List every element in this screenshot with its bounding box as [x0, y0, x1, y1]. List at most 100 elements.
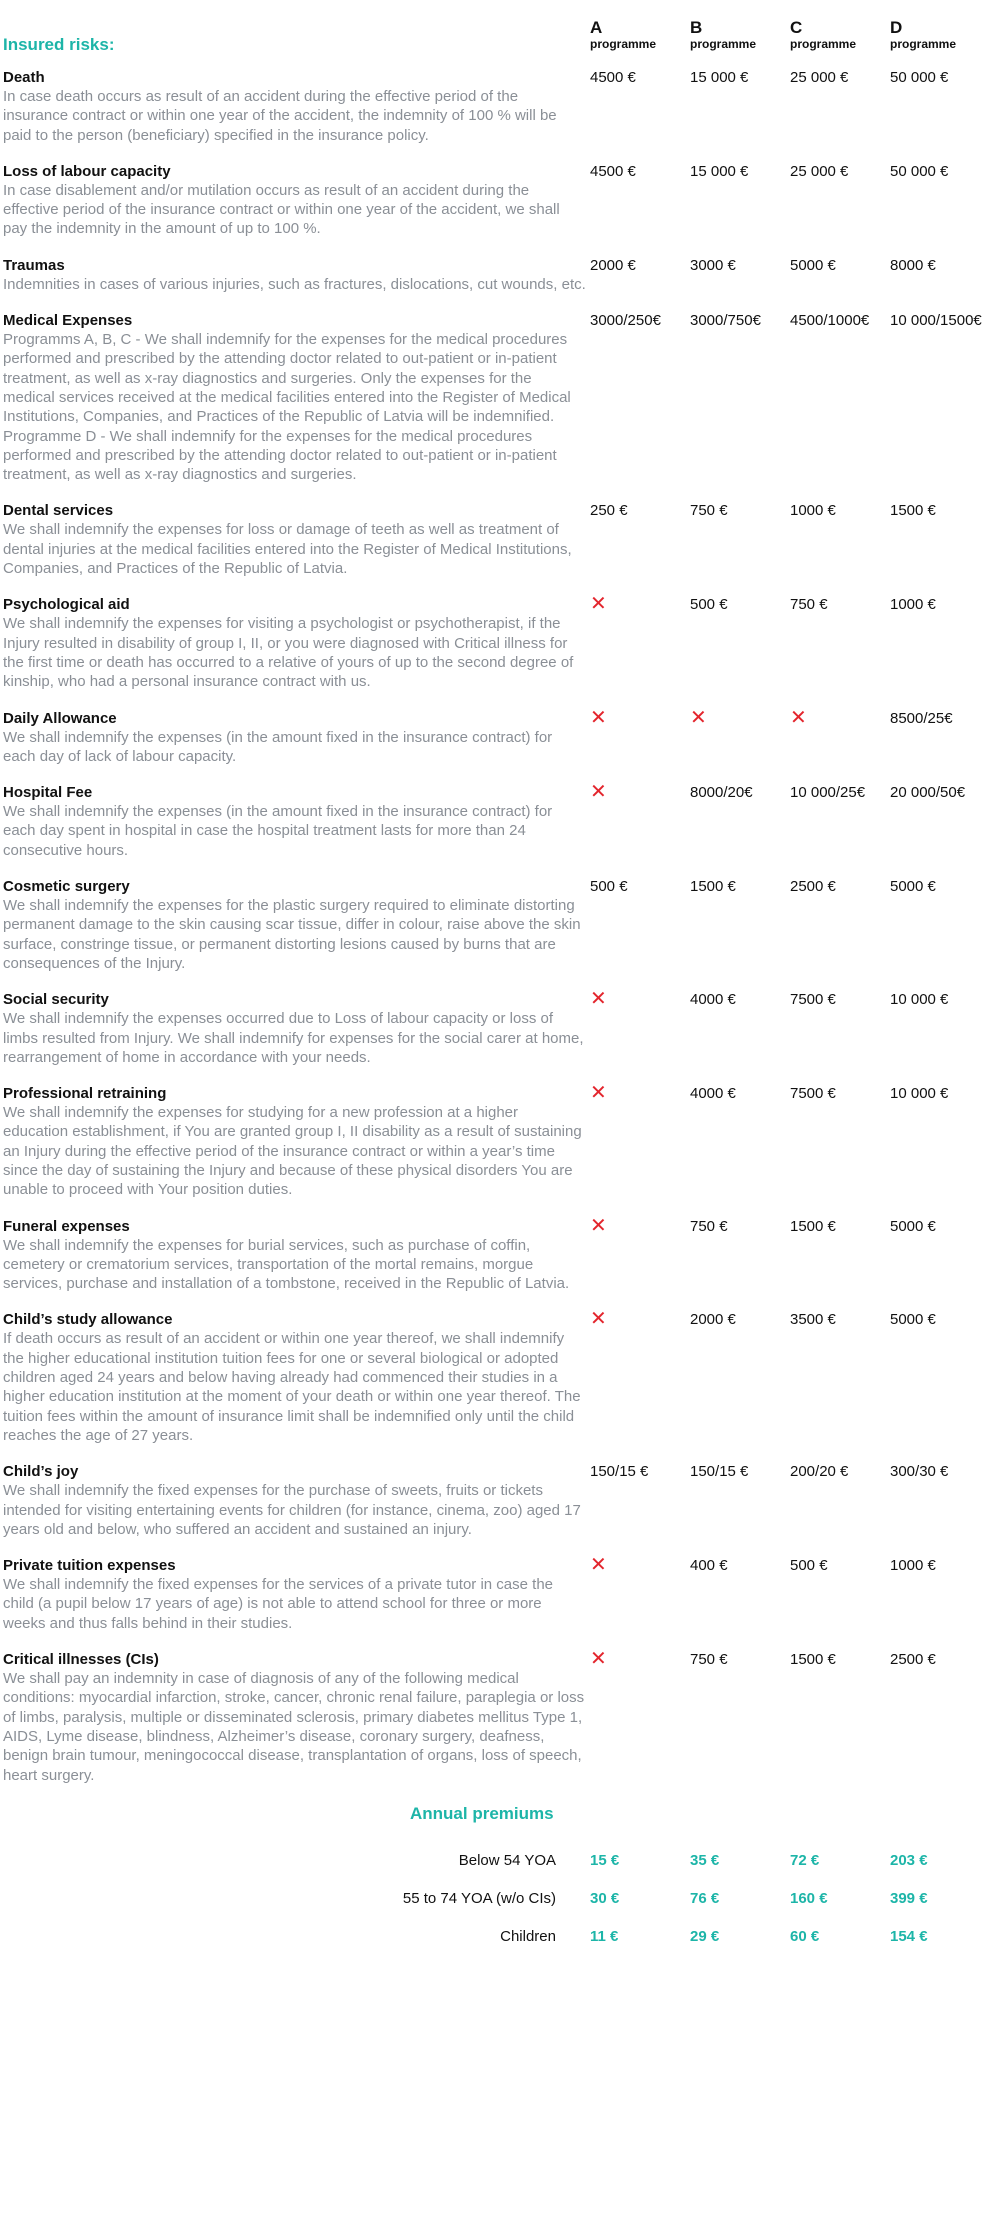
risk-description: We shall indemnify the fixed expenses fo…: [3, 1482, 581, 1538]
risk-name: Psychological aid: [3, 596, 130, 614]
coverage-value: 500 €: [590, 878, 628, 896]
coverage-value: 4500/1000€: [790, 312, 870, 330]
not-covered-icon: ✕: [590, 1308, 607, 1331]
risk-description: If death occurs as result of an accident…: [3, 1330, 581, 1444]
coverage-value: 3500 €: [790, 1311, 836, 1329]
not-covered-icon: ✕: [590, 1648, 607, 1671]
premium-value: 160 €: [790, 1890, 828, 1908]
risk-description: We shall indemnify the expenses occurred…: [3, 1010, 584, 1066]
table-row: Critical illnesses (CIs)We shall pay an …: [0, 1648, 1000, 1785]
programme-d-header: D programme: [890, 18, 957, 51]
coverage-value: 250 €: [590, 502, 628, 520]
premium-value: 76 €: [690, 1890, 720, 1908]
coverage-value: 25 000 €: [790, 69, 849, 86]
not-covered-icon: ✕: [590, 1082, 607, 1105]
risk-name: Dental services: [3, 502, 114, 520]
risk-name: Critical illnesses (CIs): [3, 1651, 159, 1669]
not-covered-icon: ✕: [590, 593, 607, 616]
risk-description: Programms A, B, C - We shall indemnify f…: [3, 331, 571, 484]
risk-description: We shall indemnify the expenses for loss…: [3, 521, 572, 578]
coverage-value: 500 €: [790, 1557, 828, 1575]
coverage-value: 25 000 €: [790, 162, 849, 180]
risk-description: We shall indemnify the expenses (in the …: [3, 803, 553, 859]
risk-description: We shall pay an indemnity in case of dia…: [3, 1670, 585, 1784]
risk-description: We shall indemnify the expenses for stud…: [3, 1104, 582, 1199]
premium-value: 15 €: [590, 1852, 620, 1870]
programme-a-header: A programme: [590, 18, 657, 51]
coverage-value: 150/15 €: [590, 1463, 649, 1481]
coverage-value: 1000 €: [890, 1557, 936, 1575]
risk-description: We shall indemnify the expenses for buri…: [3, 1236, 570, 1293]
not-covered-icon: ✕: [790, 706, 807, 729]
coverage-value: 5000 €: [890, 1311, 936, 1329]
risk-name: Child’s joy: [3, 1463, 79, 1481]
coverage-value: 2000 €: [590, 256, 636, 274]
coverage-value: 500 €: [690, 596, 728, 614]
coverage-value: 50 000 €: [890, 69, 949, 86]
coverage-value: 750 €: [690, 1217, 728, 1235]
risk-name: Cosmetic surgery: [3, 878, 130, 896]
coverage-value: 750 €: [690, 1651, 728, 1669]
risk-description: We shall indemnify the expenses for visi…: [3, 615, 574, 691]
not-covered-icon: ✕: [590, 781, 607, 804]
risk-description: We shall indemnify the expenses (in the …: [3, 728, 553, 765]
premium-value: 35 €: [690, 1852, 720, 1870]
coverage-value: 1500 €: [890, 502, 936, 520]
coverage-value: 400 €: [690, 1557, 728, 1575]
risk-name: Medical Expenses: [3, 312, 133, 330]
risk-name: Traumas: [3, 256, 65, 274]
coverage-value: 10 000/1500€: [890, 312, 982, 330]
risk-description: Indemnities in cases of various injuries…: [3, 275, 586, 293]
coverage-value: 15 000 €: [690, 69, 749, 86]
coverage-value: 50 000 €: [890, 162, 949, 180]
coverage-value: 7500 €: [790, 991, 836, 1009]
premium-value: 72 €: [790, 1852, 820, 1870]
not-covered-icon: ✕: [590, 1554, 607, 1577]
not-covered-icon: ✕: [590, 1214, 607, 1237]
premium-age-label: Below 54 YOA: [458, 1852, 556, 1870]
risk-name: Private tuition expenses: [3, 1557, 176, 1575]
coverage-value: 7500 €: [790, 1085, 836, 1103]
coverage-value: 4000 €: [690, 1085, 736, 1103]
risk-name: Loss of labour capacity: [3, 162, 171, 180]
coverage-value: 10 000 €: [890, 991, 949, 1009]
coverage-value: 5000 €: [890, 878, 936, 896]
premium-age-label: 55 to 74 YOA (w/o CIs): [402, 1890, 556, 1908]
risk-name: Hospital Fee: [3, 784, 93, 802]
premium-value: 203 €: [890, 1852, 928, 1870]
coverage-value: 150/15 €: [690, 1463, 749, 1481]
premium-value: 60 €: [790, 1928, 820, 1946]
programme-b-header: B programme: [690, 18, 757, 51]
premium-value: 399 €: [890, 1890, 928, 1908]
programme-c-header: C programme: [790, 18, 857, 51]
coverage-value: 5000 €: [890, 1217, 936, 1235]
coverage-value: 10 000/25€: [790, 784, 866, 802]
risk-name: Death: [3, 69, 45, 86]
annual-premiums-header: Annual premiums: [0, 1802, 1000, 1842]
insured-risks-title: Insured risks:: [3, 35, 115, 54]
coverage-value: 8000 €: [890, 256, 936, 274]
risk-name: Social security: [3, 991, 109, 1009]
risk-name: Funeral expenses: [3, 1217, 130, 1235]
coverage-value: 8500/25€: [890, 709, 953, 727]
coverage-value: 8000/20€: [690, 784, 753, 802]
insurance-comparison-page: Insured risks: A programme B programme C…: [0, 18, 1000, 1956]
not-covered-icon: ✕: [590, 706, 607, 729]
table-header: Insured risks: A programme B programme C…: [0, 18, 1000, 68]
premium-row: 55 to 74 YOA (w/o CIs)30 €76 €160 €399 €: [0, 1880, 1000, 1918]
risk-cell: Critical illnesses (CIs)We shall pay an …: [0, 1650, 590, 1785]
premium-row: Below 54 YOA 15 € 35 € 72 € 203 €: [0, 1842, 1000, 1880]
coverage-value: 10 000 €: [890, 1085, 949, 1103]
